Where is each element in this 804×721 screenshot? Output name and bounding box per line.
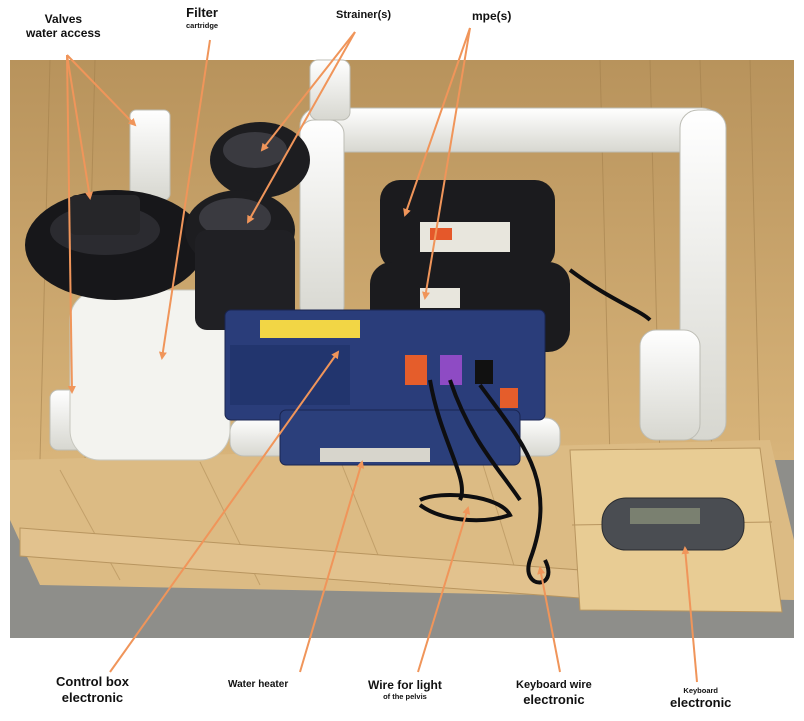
strainers	[185, 122, 310, 330]
valves-label-line1: Valves	[44, 12, 83, 26]
keyboard-label: Keyboard electronic	[670, 686, 731, 711]
arrow-valves-3	[66, 54, 76, 394]
arrow-valves-2	[66, 54, 93, 200]
wire-light-label-sub: of the pelvis	[383, 692, 427, 702]
control-box	[224, 309, 546, 421]
valves-label-line2: water access	[26, 26, 101, 41]
strainers-label: Strainer(s)	[336, 9, 392, 21]
wire-light-label-title: Wire for light	[368, 678, 442, 692]
keyboard-wire-label: Keyboard wire electronic	[516, 679, 592, 708]
control-box-label-line2: electronic	[61, 689, 124, 705]
arrow-control-box	[109, 350, 340, 673]
valves-label: Valves water access	[26, 12, 101, 41]
water-heater-label: Water heater	[228, 679, 289, 690]
arrow-keyboard-wire	[537, 566, 561, 673]
pumps-label: mpe(s)	[472, 9, 512, 23]
filter-label-sub: cartridge	[186, 20, 219, 30]
control-box-label-line1: Control box	[56, 674, 129, 689]
keyboard-label-sub: electronic	[670, 695, 732, 710]
cables	[418, 268, 652, 585]
water-heater	[279, 409, 521, 466]
arrow-keyboard	[681, 546, 698, 683]
arrow-water-heater	[299, 460, 365, 673]
annotation-arrows	[66, 27, 698, 683]
arrow-wire-light	[417, 506, 471, 673]
arrow-strainer-1	[260, 31, 356, 152]
keyboard-wire-label-line2: electronic	[523, 692, 585, 708]
keyboard-board	[569, 447, 783, 613]
arrow-pump-2	[422, 27, 471, 300]
bottom-margin	[0, 638, 804, 721]
arrow-pump-1	[403, 27, 471, 217]
filter-label: Filter cartridge	[186, 5, 218, 30]
arrow-strainer-2	[247, 31, 356, 224]
arrow-filter	[158, 39, 211, 360]
control-box-label: Control box electronic	[56, 674, 129, 705]
filter-label-title: Filter	[186, 5, 218, 20]
keyboard-wire-label-line1: Keyboard wire	[516, 679, 592, 691]
wire-light-label: Wire for light of the pelvis	[368, 678, 442, 701]
keyboard-label-title: Keyboard	[683, 686, 718, 695]
arrow-valves-1	[66, 54, 137, 127]
